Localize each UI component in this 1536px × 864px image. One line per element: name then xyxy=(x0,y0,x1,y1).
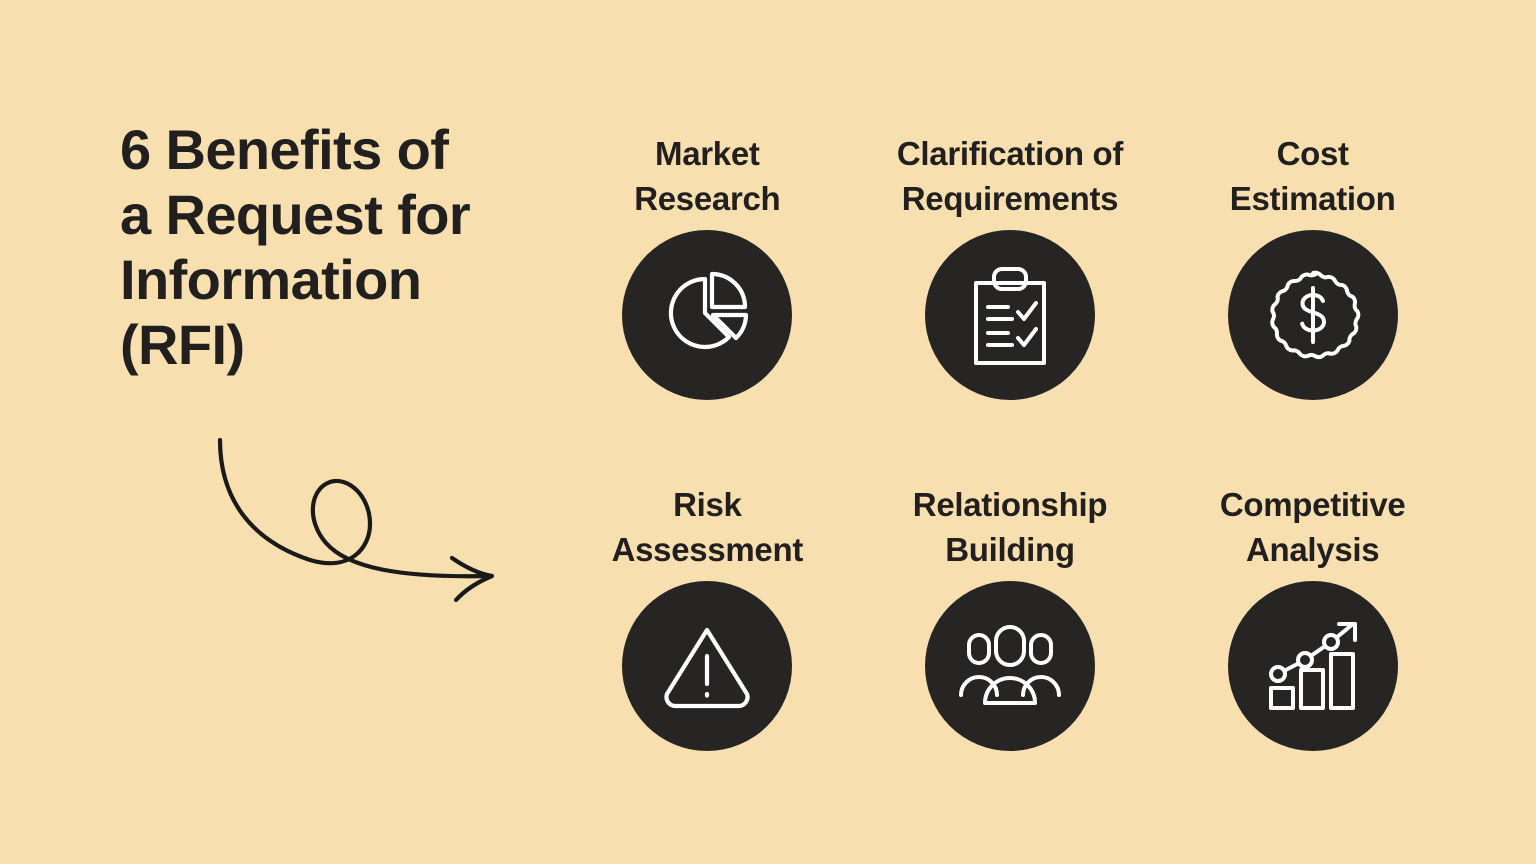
title-line-3: Information xyxy=(120,247,422,311)
benefit-label: Clarification of Requirements xyxy=(896,135,1124,217)
benefit-label: Cost Estimation xyxy=(1229,135,1396,217)
title-heading: 6 Benefits of a Request for Information … xyxy=(120,118,540,378)
benefit-icon-badge xyxy=(1227,230,1398,400)
benefit-icon-badge xyxy=(622,230,793,400)
benefit-icon-badge xyxy=(924,230,1095,400)
bar-chart-trend-icon xyxy=(1268,622,1357,710)
warning-triangle-icon xyxy=(664,627,750,709)
benefit-icon-badge xyxy=(1227,581,1398,751)
benefit-item-relationship-building[interactable]: Relationship Building xyxy=(863,483,1158,812)
curved-loop-arrow-icon xyxy=(217,437,495,603)
dollar-coin-icon xyxy=(1269,270,1360,360)
benefit-item-clarification-of-requirements[interactable]: Clarification of Requirements xyxy=(863,132,1158,461)
benefit-item-market-research[interactable]: Market Research xyxy=(560,132,855,461)
benefit-item-risk-assessment[interactable]: Risk Assessment xyxy=(560,483,855,812)
page-title: 6 Benefits of a Request for Information … xyxy=(120,118,540,378)
pie-chart-icon xyxy=(669,271,749,350)
title-line-1: 6 Benefits of xyxy=(120,118,449,181)
benefit-item-cost-estimation[interactable]: Cost Estimation xyxy=(1165,132,1460,461)
benefit-icon-badge xyxy=(924,581,1095,751)
clipboard-checklist-icon xyxy=(973,267,1046,365)
people-group-icon xyxy=(958,625,1061,705)
benefit-label: Risk Assessment xyxy=(611,486,804,568)
benefit-icon-badge xyxy=(622,581,793,751)
title-line-2: a Request for xyxy=(120,182,471,246)
benefit-label: Market Research xyxy=(634,135,781,217)
benefits-grid: Market Research Clarification of Require… xyxy=(560,132,1460,812)
benefit-item-competitive-analysis[interactable]: Competitive Analysis xyxy=(1165,483,1460,812)
title-line-4: (RFI) xyxy=(120,312,245,376)
benefit-label: Relationship Building xyxy=(912,486,1108,568)
benefit-label: Competitive Analysis xyxy=(1219,486,1406,568)
